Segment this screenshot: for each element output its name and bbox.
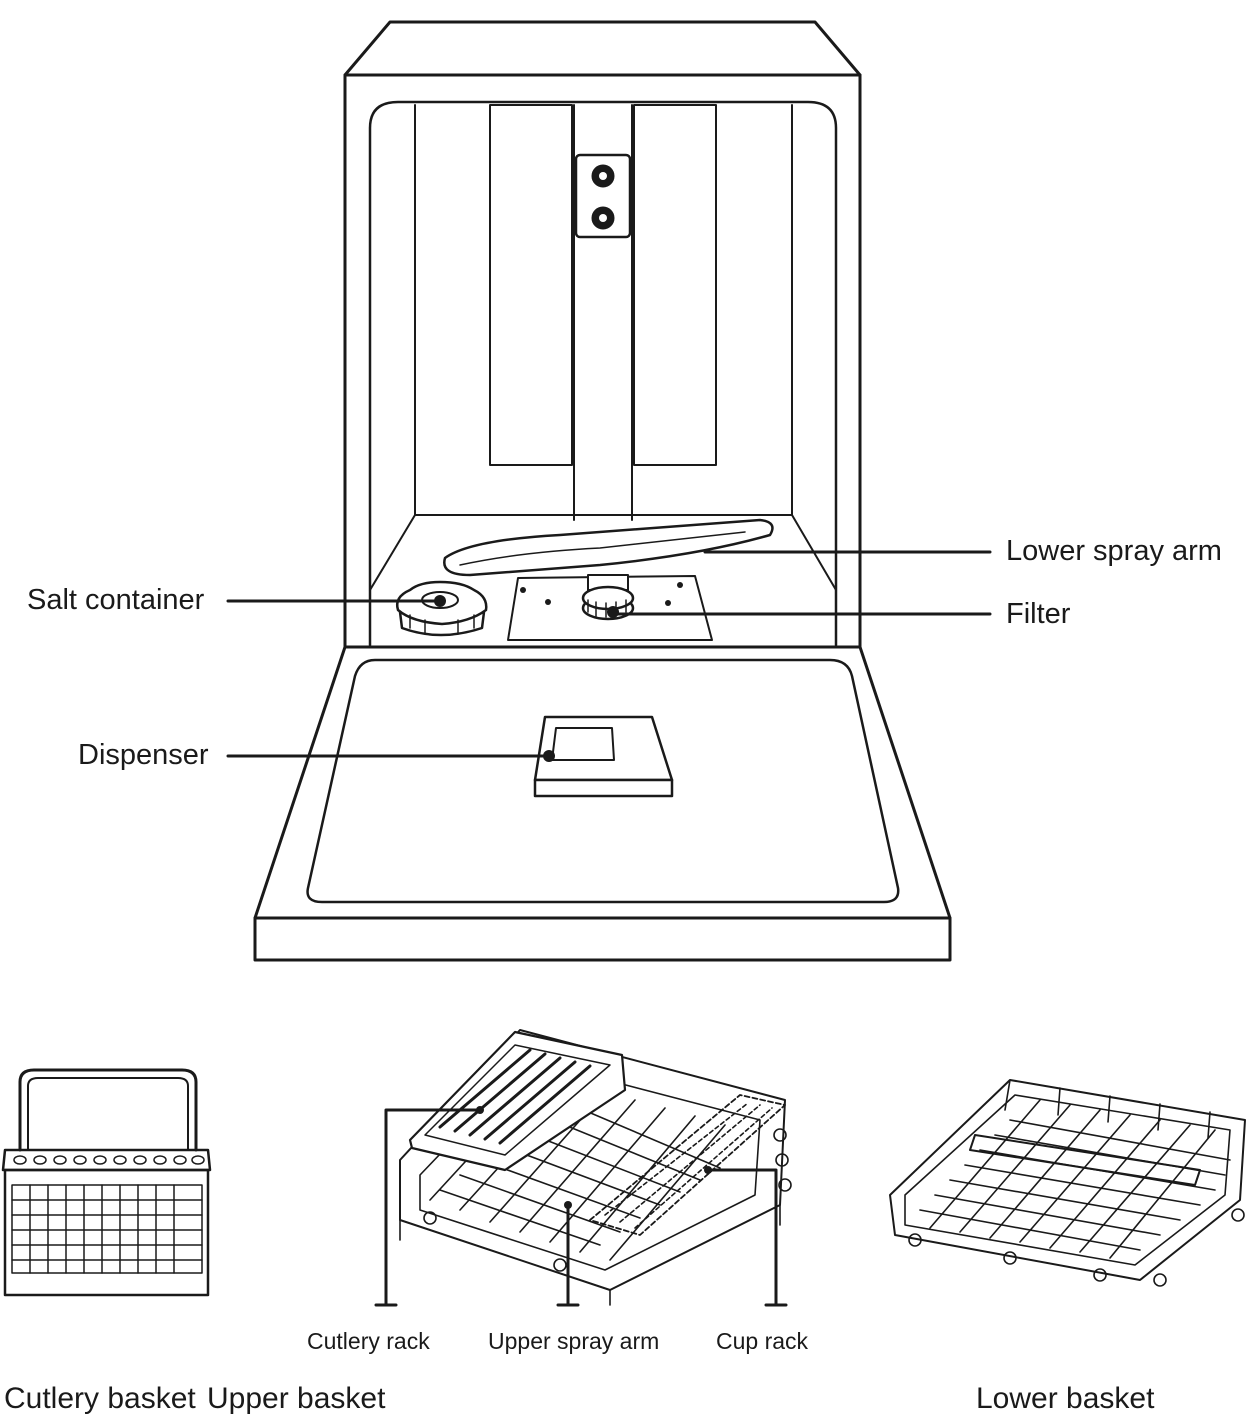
lower-basket-caption: Lower basket: [976, 1382, 1155, 1415]
salt-container-cap: [396, 580, 488, 637]
dispenser-unit: [533, 715, 674, 798]
upper-basket-callouts: [374, 1106, 788, 1307]
callout-lines: [226, 550, 992, 762]
lower-spray-arm-label: Lower spray arm: [1006, 535, 1222, 567]
lower-spray-arm: [443, 518, 774, 577]
upper-basket-caption: Upper basket: [207, 1382, 386, 1415]
upper-basket-illustration: [399, 1029, 792, 1306]
cutlery-basket-illustration: [1, 1068, 212, 1297]
filter-label: Filter: [1006, 598, 1071, 630]
salt-container-label: Salt container: [27, 584, 205, 616]
lower-basket-illustration: [889, 1079, 1246, 1287]
cup-rack-label: Cup rack: [716, 1328, 809, 1354]
dispenser-label: Dispenser: [78, 739, 209, 771]
cutlery-rack-label: Cutlery rack: [307, 1328, 430, 1354]
dishwasher-door: [253, 645, 952, 962]
upper-spray-arm-label: Upper spray arm: [488, 1328, 660, 1354]
cutlery-basket-caption: Cutlery basket: [4, 1382, 196, 1415]
